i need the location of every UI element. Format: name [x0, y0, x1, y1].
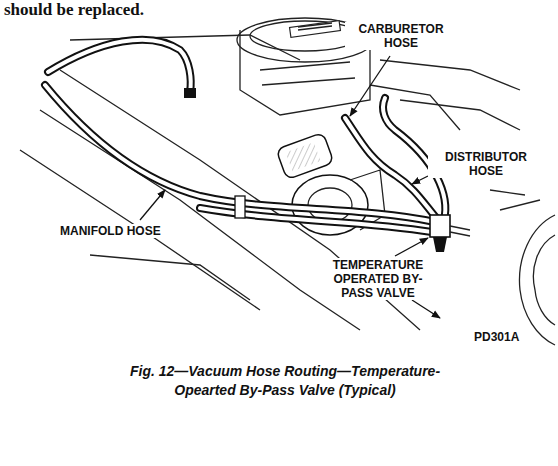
part-label: TEMPERATURE OPERATED BY-PASS VALVE: [318, 258, 438, 300]
part-label: DISTRIBUTOR HOSE: [428, 150, 544, 178]
leader-lines: [140, 56, 440, 318]
heading-fragment: should be replaced.: [2, 0, 146, 19]
bypass-valve: [430, 215, 470, 252]
fuel-filter: [276, 132, 334, 179]
engine-block: [20, 35, 555, 345]
vacuum-hoses: [45, 40, 445, 232]
part-label: MANIFOLD HOSE: [58, 224, 163, 238]
carburetor: [237, 18, 460, 130]
part-label: CARBURETOR HOSE: [345, 22, 457, 50]
figure-caption: Fig. 12—Vacuum Hose Routing—Temperature-…: [100, 362, 470, 400]
figure-code: PD301A: [472, 330, 521, 344]
